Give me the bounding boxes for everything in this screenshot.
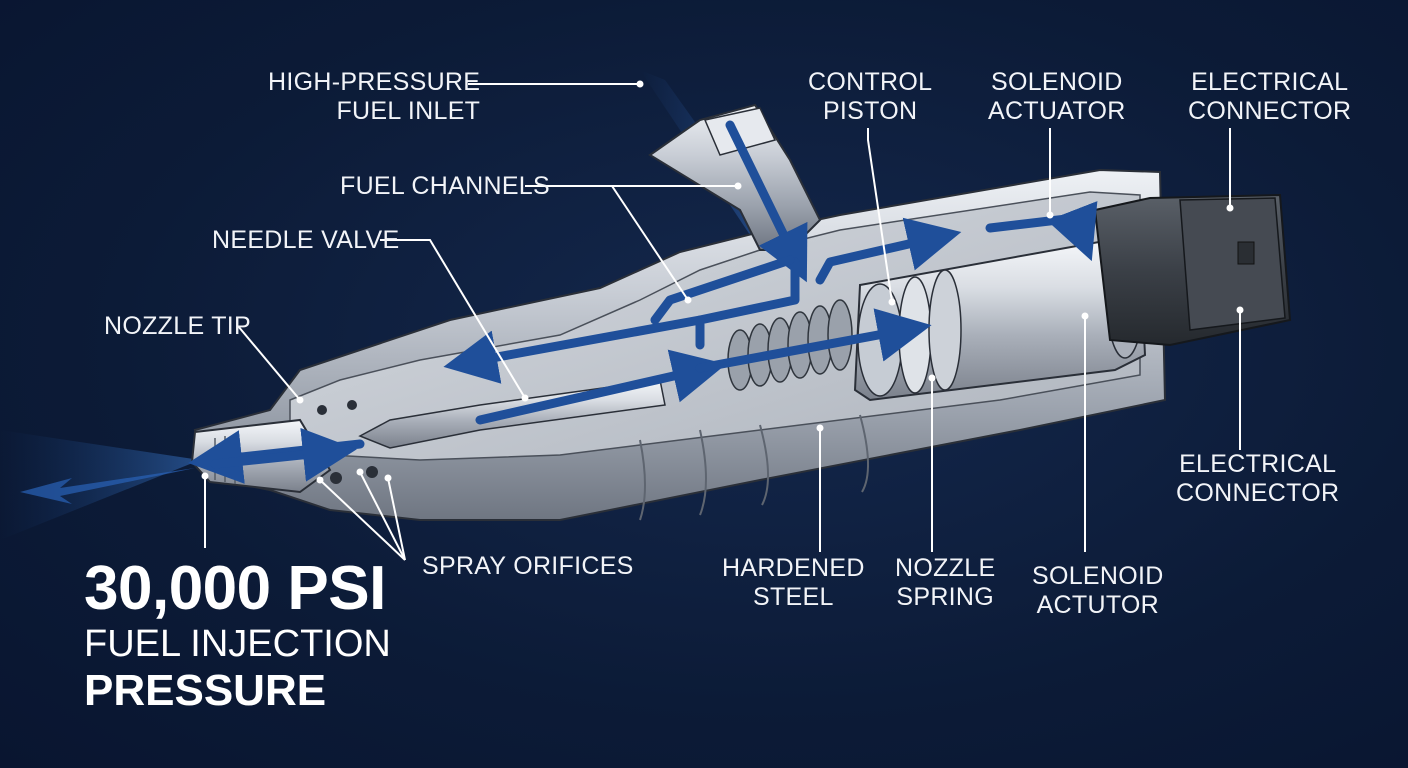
label-spray-orifices: SPRAY ORIFICES [422, 552, 634, 580]
label-line: CONNECTOR [1188, 97, 1352, 125]
label-solenoid-actutor-bottom: SOLENOID ACTUTOR [1032, 562, 1164, 620]
label-line: CONNECTOR [1176, 479, 1340, 507]
label-solenoid-actuator-top: SOLENOID ACTUATOR [988, 68, 1126, 126]
label-nozzle-tip: NOZZLE TIP [104, 312, 252, 340]
leader-dots [201, 80, 1244, 484]
label-fuel-channels: FUEL CHANNELS [340, 172, 550, 200]
pressure-headline: 30,000 PSI FUEL INJECTION PRESSURE [84, 556, 391, 716]
label-nozzle-spring: NOZZLE SPRING [895, 554, 995, 612]
label-line: ACTUATOR [988, 97, 1126, 125]
label-line: SOLENOID [1032, 562, 1164, 590]
label-line: STEEL [753, 583, 834, 611]
leader-lines [204, 83, 1241, 561]
body-ridges [639, 414, 870, 521]
connector-shape [1093, 193, 1292, 347]
spray-arrow [20, 468, 195, 504]
label-line: PISTON [822, 97, 918, 125]
label-line: HIGH-PRESSURE [268, 68, 481, 96]
label-line: HARDENED [722, 554, 865, 582]
label-line: CONTROL [808, 68, 933, 96]
label-line: ELECTRICAL [1191, 68, 1349, 96]
label-line: SOLENOID [990, 68, 1123, 96]
label-control-piston: CONTROL PISTON [808, 68, 932, 126]
headline-value: 30,000 PSI [84, 554, 386, 623]
headline-line3: PRESSURE [84, 666, 327, 715]
label-line: ACTUTOR [1036, 591, 1160, 619]
label-line: FUEL INLET [336, 97, 481, 125]
label-line: SPRING [896, 583, 995, 611]
label-needle-valve: NEEDLE VALVE [212, 226, 400, 254]
label-electrical-connector-top: ELECTRICAL CONNECTOR [1188, 68, 1351, 126]
label-hardened-steel: HARDENED STEEL [722, 554, 865, 612]
headline-line2: FUEL INJECTION [84, 623, 391, 665]
fuel-flow-arrows [188, 120, 1098, 484]
label-electrical-connector-right: ELECTRICAL CONNECTOR [1176, 450, 1339, 508]
orifice-dots [317, 400, 378, 484]
label-line: NOZZLE [895, 554, 996, 582]
label-high-pressure-inlet: HIGH-PRESSURE FUEL INLET [268, 68, 480, 126]
label-line: ELECTRICAL [1179, 450, 1337, 478]
